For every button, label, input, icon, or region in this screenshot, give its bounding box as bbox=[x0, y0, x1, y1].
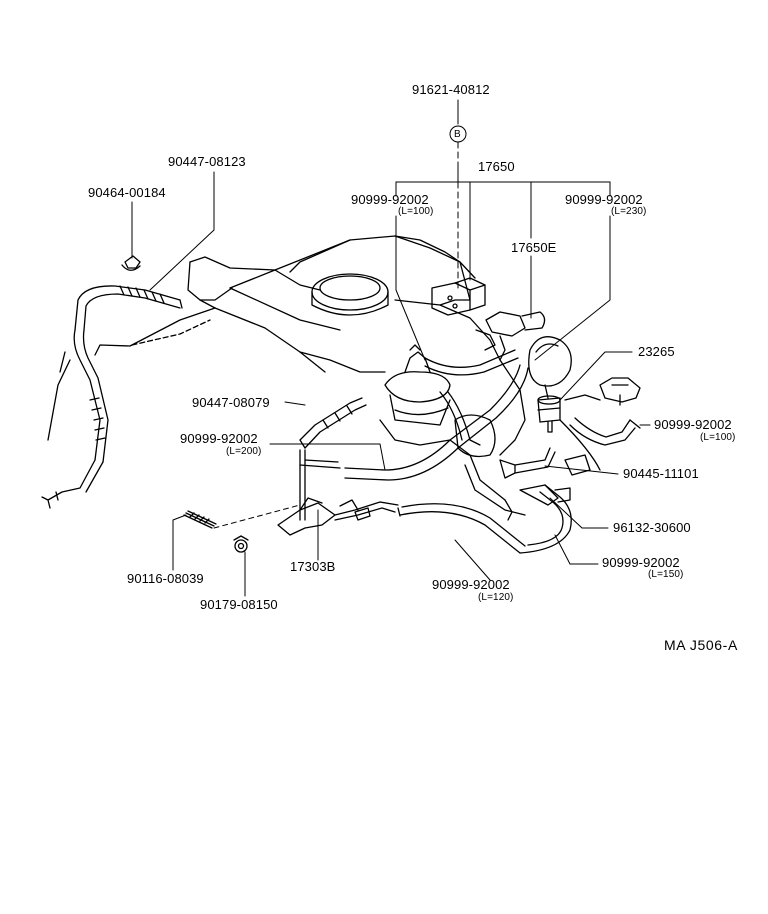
bracket-17303B bbox=[183, 449, 399, 553]
label-91621-40812: 91621-40812 bbox=[412, 82, 490, 97]
hoses bbox=[299, 349, 641, 554]
label-17303B: 17303B bbox=[290, 559, 336, 574]
vacuum-sensor bbox=[537, 395, 561, 433]
label-hose-l100-right-length: (L=100) bbox=[700, 432, 736, 443]
label-90116-08039: 90116-08039 bbox=[127, 571, 204, 586]
label-hose-90999-92002-l100-top: 90999-92002 bbox=[351, 192, 429, 207]
label-17650E: 17650E bbox=[511, 240, 557, 255]
label-90447-08123: 90447-08123 bbox=[168, 154, 246, 169]
label-hose-90999-92002-l200: 90999-92002 bbox=[180, 431, 258, 446]
label-23265: 23265 bbox=[638, 344, 675, 359]
label-96132-30600: 96132-30600 bbox=[613, 520, 691, 535]
leader-lines bbox=[131, 99, 651, 597]
label-hose-l200-length: (L=200) bbox=[226, 446, 262, 457]
label-90464-00184: 90464-00184 bbox=[88, 185, 166, 200]
label-hose-90999-92002-l120: 90999-92002 bbox=[432, 577, 510, 592]
label-hose-l120-length: (L=120) bbox=[478, 592, 514, 603]
engine-outline bbox=[94, 235, 641, 516]
diagram-code: MA J506-A bbox=[664, 637, 738, 653]
vsv-bracket-17650 bbox=[431, 277, 486, 316]
label-hose-l100-top-length: (L=100) bbox=[398, 206, 434, 217]
label-hose-90999-92002-l230: 90999-92002 bbox=[565, 192, 643, 207]
label-hose-90999-92002-l150: 90999-92002 bbox=[602, 555, 680, 570]
vsv-17650E bbox=[475, 311, 546, 361]
label-hose-90999-92002-l100-right: 90999-92002 bbox=[654, 417, 732, 432]
label-hose-l230-length: (L=230) bbox=[611, 206, 647, 217]
label-90179-08150: 90179-08150 bbox=[200, 597, 278, 612]
left-hose-assembly bbox=[41, 255, 183, 509]
label-17650: 17650 bbox=[478, 159, 515, 174]
callout-b-label: B bbox=[454, 129, 461, 140]
label-90447-08079: 90447-08079 bbox=[192, 395, 270, 410]
label-90445-11101: 90445-11101 bbox=[623, 466, 699, 481]
label-hose-l150-length: (L=150) bbox=[648, 569, 684, 580]
